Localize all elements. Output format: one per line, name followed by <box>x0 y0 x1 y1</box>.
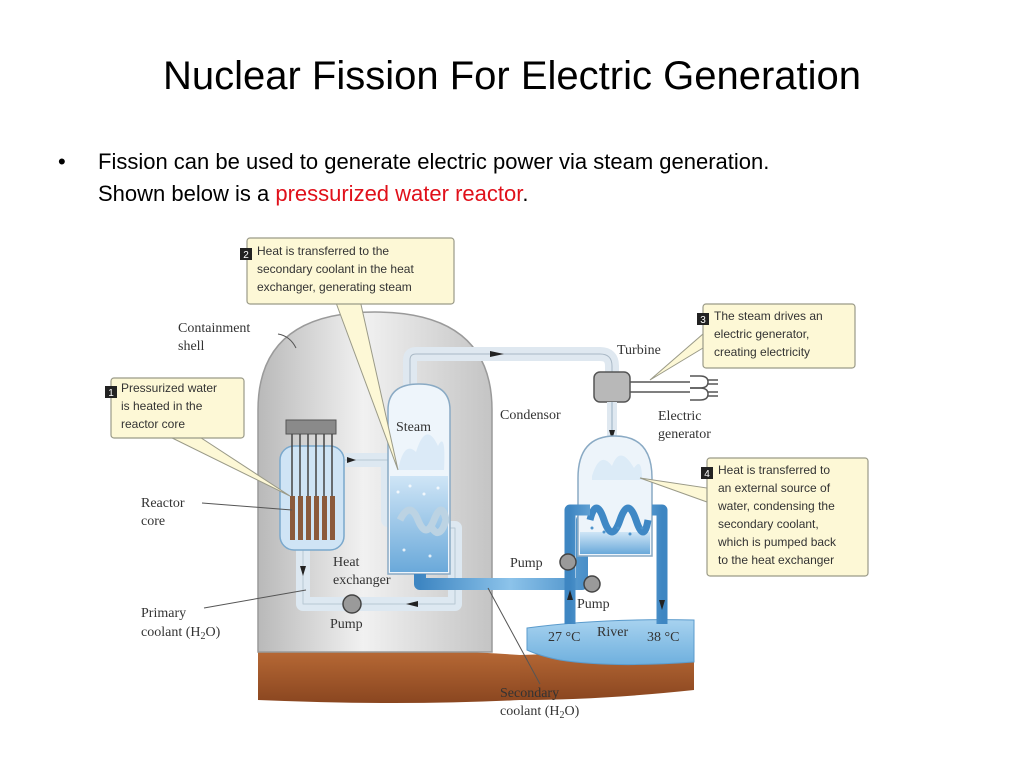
reactor-core-label-1: Reactor <box>141 496 185 511</box>
callout-3-line-3: creating electricity <box>714 345 810 359</box>
callout-4-line-5: which is pumped back <box>717 535 837 549</box>
bullet-text: Fission can be used to generate electric… <box>98 146 948 210</box>
secondary-pump <box>559 553 577 571</box>
reactor-vessel <box>279 445 345 551</box>
callout-2-line-1: Heat is transferred to the <box>257 244 389 258</box>
secondary-coolant-label-2: coolant (H2O) <box>500 704 580 721</box>
river-pump-label: Pump <box>577 597 610 612</box>
callout-2: 2 Heat is transferred to the secondary c… <box>240 237 455 305</box>
outlet-temperature-label: 38 °C <box>647 630 679 645</box>
bullet-line-1: Fission can be used to generate electric… <box>98 149 770 174</box>
primary-pump <box>342 594 362 614</box>
soil-ground <box>258 649 520 703</box>
primary-coolant-label-1: Primary <box>141 606 186 621</box>
callout-1-line-2: is heated in the <box>121 399 203 413</box>
control-rod-drive <box>285 419 337 435</box>
callout-4-line-3: water, condensing the <box>717 499 835 513</box>
electric-generator <box>690 375 718 401</box>
callout-3-line-2: electric generator, <box>714 327 809 341</box>
callout-4-line-4: secondary coolant, <box>718 517 819 531</box>
generator-shaft <box>630 381 690 393</box>
callout-1-line-1: Pressurized water <box>121 381 217 395</box>
callout-2-line-2: secondary coolant in the heat <box>257 262 414 276</box>
primary-coolant-label-2: coolant (H2O) <box>141 625 221 642</box>
callout-4-line-1: Heat is transferred to <box>718 463 830 477</box>
bullet-line-2-prefix: Shown below is a <box>98 181 276 206</box>
containment-leader <box>277 333 297 349</box>
heat-exchanger-label-1: Heat <box>333 555 360 570</box>
callout-3: 3 The steam drives an electric generator… <box>697 303 856 369</box>
reactor-core-leader <box>201 502 293 511</box>
condenser-coil <box>586 504 652 536</box>
condensor-label: Condensor <box>500 408 561 423</box>
callout-1: 1 Pressurized water is heated in the rea… <box>105 377 245 439</box>
containment-label-2: shell <box>178 339 205 354</box>
callout-1-line-3: reactor core <box>121 417 185 431</box>
reactor-core-label-2: core <box>141 514 165 529</box>
heat-exchanger-label-2: exchanger <box>333 573 391 588</box>
inlet-temperature-label: 27 °C <box>548 630 580 645</box>
steam-wisps <box>398 434 445 470</box>
bullet-marker: • <box>58 149 66 174</box>
callout-4: 4 Heat is transferred to an external sou… <box>701 457 869 577</box>
callout-3-number: 3 <box>700 315 706 326</box>
fuel-rods <box>290 496 335 540</box>
turbine <box>593 371 631 403</box>
pressurized-water-reactor-highlight: pressurized water reactor <box>275 181 523 206</box>
river-pump <box>583 575 601 593</box>
secondary-coolant-label-1: Secondary <box>500 686 559 701</box>
electric-generator-label-1: Electric <box>658 409 702 424</box>
electric-generator-label-2: generator <box>658 427 711 442</box>
primary-pump-label: Pump <box>330 617 363 632</box>
callout-4-number: 4 <box>704 469 710 480</box>
control-rods <box>291 434 333 496</box>
turbine-label: Turbine <box>617 343 661 358</box>
heat-exchanger-coil <box>396 506 450 536</box>
callout-1-number: 1 <box>108 388 114 399</box>
callout-4-line-2: an external source of <box>718 481 831 495</box>
callout-4-line-6: to the heat exchanger <box>718 553 834 567</box>
secondary-coolant-leader <box>487 587 541 685</box>
bullet-line-2-suffix: . <box>522 181 529 206</box>
river <box>526 619 695 666</box>
callout-2-line-3: exchanger, generating steam <box>257 280 412 294</box>
callout-3-line-1: The steam drives an <box>714 309 823 323</box>
steam-label: Steam <box>396 420 431 435</box>
primary-coolant-leader <box>203 589 307 609</box>
river-label: River <box>597 625 628 640</box>
callout-2-number: 2 <box>243 250 249 261</box>
secondary-pump-label: Pump <box>510 556 543 571</box>
containment-label-1: Containment <box>178 321 250 336</box>
slide-title: Nuclear Fission For Electric Generation <box>162 54 862 98</box>
